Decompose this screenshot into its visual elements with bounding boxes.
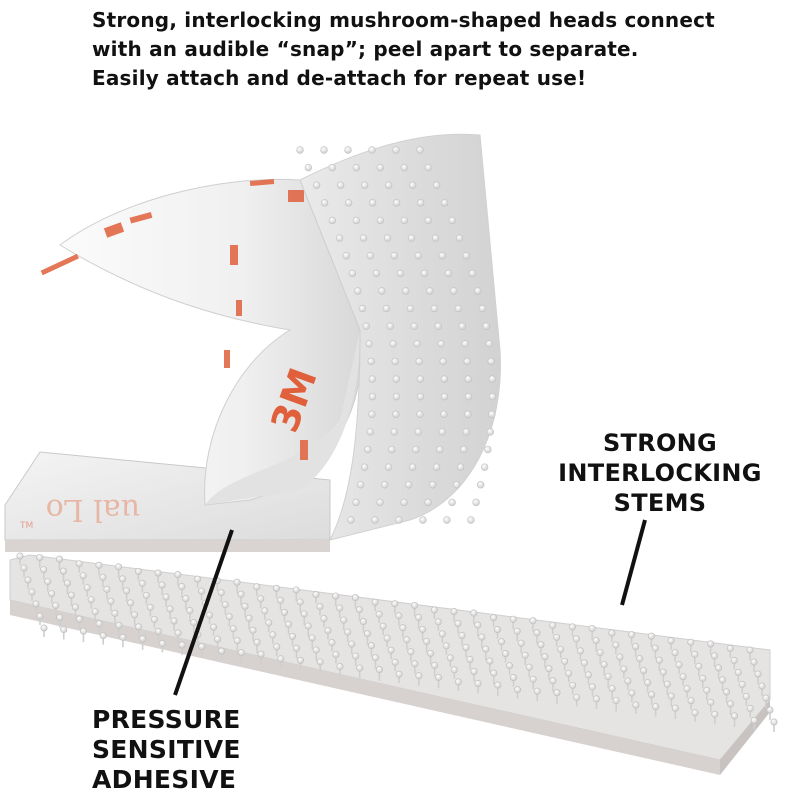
bottom-strip [9, 552, 778, 775]
base-stems [16, 552, 778, 732]
headline: Strong, interlocking mushroom-shaped hea… [92, 6, 792, 93]
headline-line-2: with an audible “snap”; peel apart to se… [92, 37, 639, 61]
adhesive-leader-line [173, 529, 234, 696]
stems-callout-line-2: INTERLOCKING [558, 459, 762, 487]
adhesive-callout-line-1: PRESSURE [92, 705, 241, 734]
stems-callout-line-1: STRONG [602, 429, 718, 457]
liner-printing [40, 178, 308, 460]
liner-print-text: ual Lo [46, 492, 140, 527]
stems-callout-line-3: STEMS [613, 489, 707, 517]
curled-stem-strip [296, 133, 501, 541]
stems-callout: STRONG INTERLOCKING STEMS [535, 428, 785, 518]
adhesive-callout-line-3: ADHESIVE [92, 765, 237, 794]
curl-stems [296, 146, 497, 524]
adhesive-callout-line-2: SENSITIVE [92, 735, 241, 764]
headline-line-3: Easily attach and de-attach for repeat u… [92, 66, 587, 90]
adhesive-callout: PRESSURE SENSITIVE ADHESIVE [92, 705, 282, 795]
headline-line-1: Strong, interlocking mushroom-shaped hea… [92, 8, 715, 32]
curled-release-liner: 3M [40, 178, 362, 506]
trademark-mark: TM [19, 521, 33, 531]
stems-leader-line [620, 519, 647, 606]
